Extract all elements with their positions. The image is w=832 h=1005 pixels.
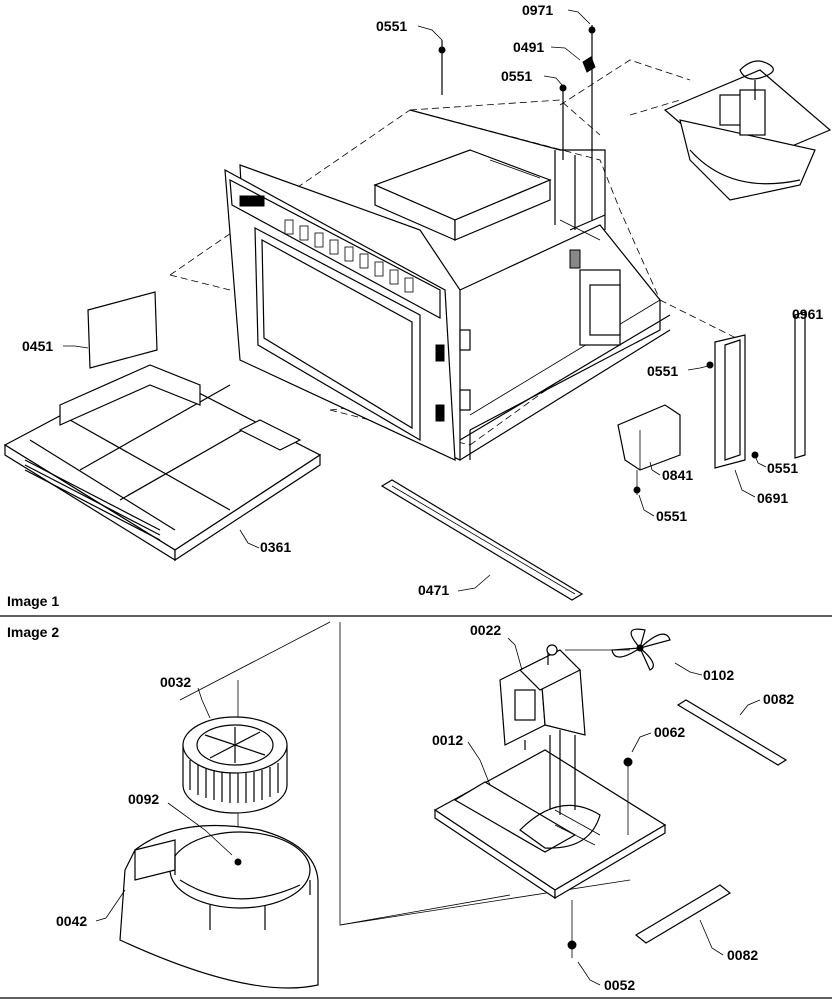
part-label-0062: 0062 (654, 724, 685, 740)
part-label-0102: 0102 (703, 667, 734, 683)
part-label-0841: 0841 (662, 467, 693, 483)
blower-housing-0042 (119, 824, 319, 989)
image-1-group: 0971 0551 0491 0551 0451 0961 0551 0551 … (3, 2, 832, 609)
part-label-0451: 0451 (22, 338, 53, 354)
part-label-0012: 0012 (432, 732, 463, 748)
strip-0961 (794, 311, 806, 459)
motor-base-plate-0012 (433, 749, 667, 900)
part-label-0042: 0042 (56, 913, 87, 929)
part-label-0022: 0022 (470, 622, 501, 638)
part-label-0092: 0092 (128, 791, 159, 807)
fan-motor-assembly-top (663, 60, 832, 201)
part-label-0551-right: 0551 (647, 363, 678, 379)
section-label-image-1: Image 1 (7, 593, 59, 609)
top-cover-box (373, 149, 552, 241)
blower-wheel-0032 (182, 716, 288, 814)
part-label-0551-br: 0551 (767, 460, 798, 476)
strip-0082-top (676, 699, 788, 766)
section-label-image-2: Image 2 (7, 624, 59, 640)
part-label-0551-top: 0551 (376, 18, 407, 34)
leader-lines-image-1 (63, 9, 801, 592)
image-2-group: Image 2 (7, 621, 794, 993)
part-label-0551-bottom: 0551 (656, 508, 687, 524)
part-label-0082-top: 0082 (763, 691, 794, 707)
part-label-0052: 0052 (604, 977, 635, 993)
part-label-0551-mid: 0551 (501, 68, 532, 84)
part-label-0082-bottom: 0082 (727, 947, 758, 963)
fan-motor-0022 (499, 644, 586, 815)
part-label-0491: 0491 (513, 39, 544, 55)
part-label-0971: 0971 (522, 2, 553, 18)
panel-0451 (87, 291, 158, 369)
cover-0841 (617, 404, 681, 471)
blower-wheel-vanes (189, 727, 279, 803)
door-strip-0471 (380, 479, 584, 601)
part-label-0361: 0361 (260, 539, 291, 555)
front-door-panel (224, 168, 471, 461)
screws-image-2 (567, 757, 633, 958)
fan-blade-0102 (565, 628, 671, 671)
strip-0082-bottom (634, 884, 732, 944)
screws-top (438, 25, 596, 220)
base-tray-0361 (3, 364, 322, 562)
screws-right (633, 361, 759, 495)
part-label-0691: 0691 (757, 490, 788, 506)
bracket-0691 (714, 334, 746, 469)
part-label-0961: 0961 (792, 306, 823, 322)
leader-lines-image-2 (95, 637, 761, 986)
tray-vent-slots (24, 459, 161, 541)
control-buttons (239, 195, 414, 293)
part-label-0471: 0471 (418, 582, 449, 598)
part-label-0032: 0032 (160, 674, 191, 690)
